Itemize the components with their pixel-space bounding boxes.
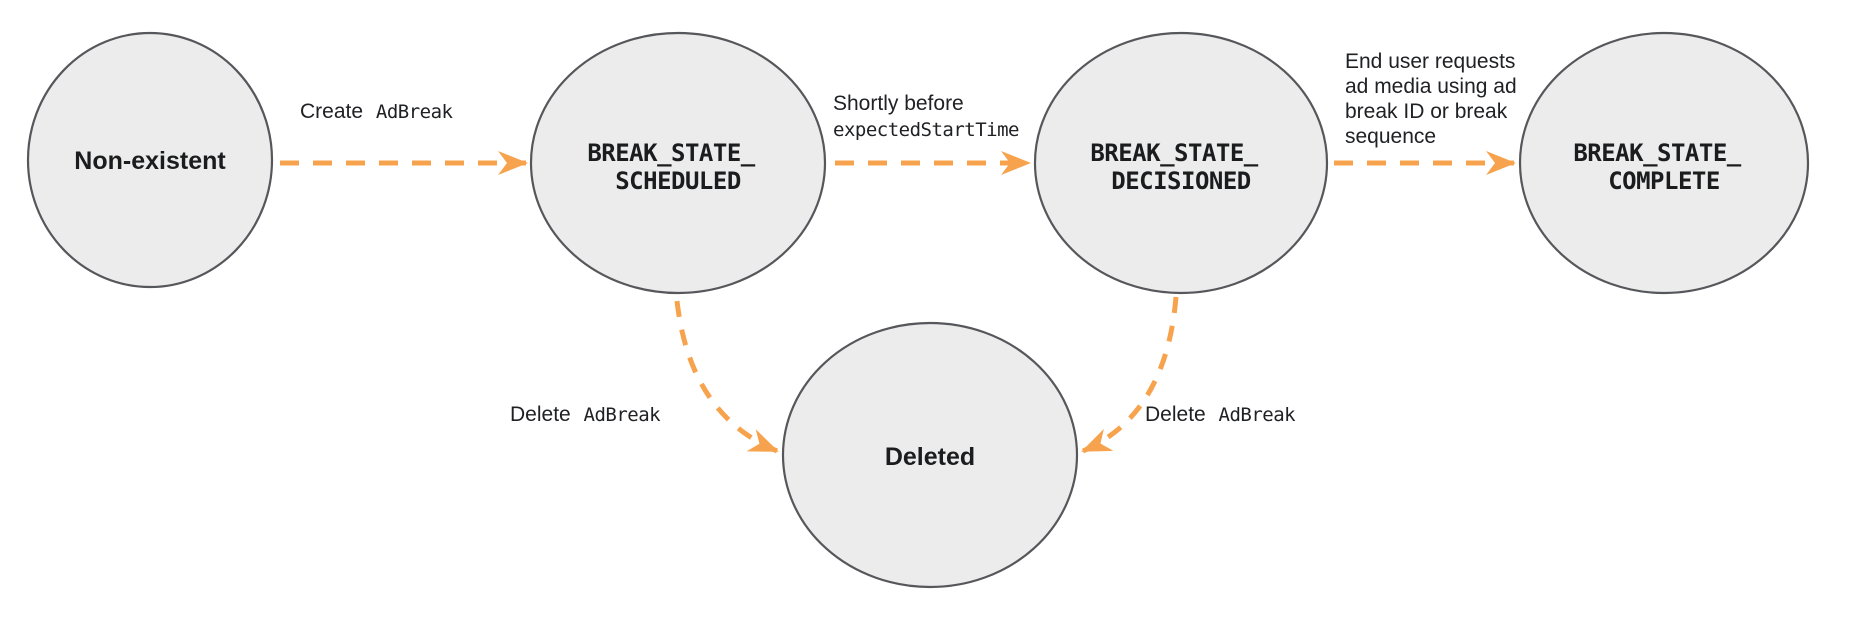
- node-decisioned-line1: BREAK_STATE_: [1090, 139, 1258, 167]
- edge-label-enduser-line1: End user requests: [1345, 50, 1515, 73]
- node-break-state-decisioned-circle: [1033, 31, 1329, 295]
- edge-label-enduser-line4: sequence: [1345, 125, 1436, 148]
- edge-label-create-adbreak: Create AdBreak: [300, 100, 454, 123]
- edge-label-end-user-request: End user requests ad media using ad brea…: [1345, 50, 1522, 148]
- node-break-state-decisioned-label: BREAK_STATE_ DECISIONED: [1090, 139, 1271, 195]
- node-non-existent: Non-existent: [26, 31, 274, 289]
- node-decisioned-line2: DECISIONED: [1111, 167, 1251, 195]
- node-break-state-scheduled-circle: [529, 31, 827, 295]
- edge-label-delete-from-scheduled: Delete AdBreak: [510, 403, 661, 426]
- node-break-state-complete: BREAK_STATE_ COMPLETE: [1518, 31, 1810, 295]
- edge-label-shortly-line1: Shortly before: [833, 92, 964, 115]
- edge-label-shortly-before: Shortly before expectedStartTime: [833, 92, 1019, 141]
- node-break-state-scheduled-label: BREAK_STATE_ SCHEDULED: [587, 139, 768, 195]
- node-deleted-label: Deleted: [885, 443, 975, 471]
- edge-label-create-code: AdBreak: [376, 101, 454, 123]
- edge-label-enduser-line2: ad media using ad: [1345, 75, 1517, 98]
- node-scheduled-line2: SCHEDULED: [615, 167, 741, 195]
- edge-label-shortly-line2-code: expectedStartTime: [833, 119, 1019, 141]
- edge-label-create-plain: Create: [300, 100, 363, 123]
- node-complete-line2: COMPLETE: [1608, 167, 1720, 195]
- node-non-existent-circle: [26, 31, 274, 289]
- node-non-existent-label: Non-existent: [74, 147, 226, 175]
- node-break-state-scheduled: BREAK_STATE_ SCHEDULED: [529, 31, 827, 295]
- edge-label-delete-left-plain: Delete: [510, 403, 571, 426]
- node-break-state-complete-label: BREAK_STATE_ COMPLETE: [1573, 139, 1754, 195]
- edge-label-delete-right-plain: Delete: [1145, 403, 1206, 426]
- node-deleted: Deleted: [781, 321, 1079, 589]
- node-complete-line1: BREAK_STATE_: [1573, 139, 1741, 167]
- edge-label-delete-right-code: AdBreak: [1219, 404, 1297, 426]
- node-break-state-complete-circle: [1518, 31, 1810, 295]
- edge-label-enduser-line3: break ID or break: [1345, 100, 1508, 123]
- node-break-state-decisioned: BREAK_STATE_ DECISIONED: [1033, 31, 1329, 295]
- edge-label-delete-left-code: AdBreak: [584, 404, 662, 426]
- edge-delete-from-scheduled-arrow: [674, 300, 779, 454]
- edge-label-delete-from-decisioned: Delete AdBreak: [1145, 403, 1296, 426]
- node-deleted-circle: [781, 321, 1079, 589]
- edge-delete-from-decisioned-arrow: [1081, 296, 1179, 454]
- node-scheduled-line1: BREAK_STATE_: [587, 139, 755, 167]
